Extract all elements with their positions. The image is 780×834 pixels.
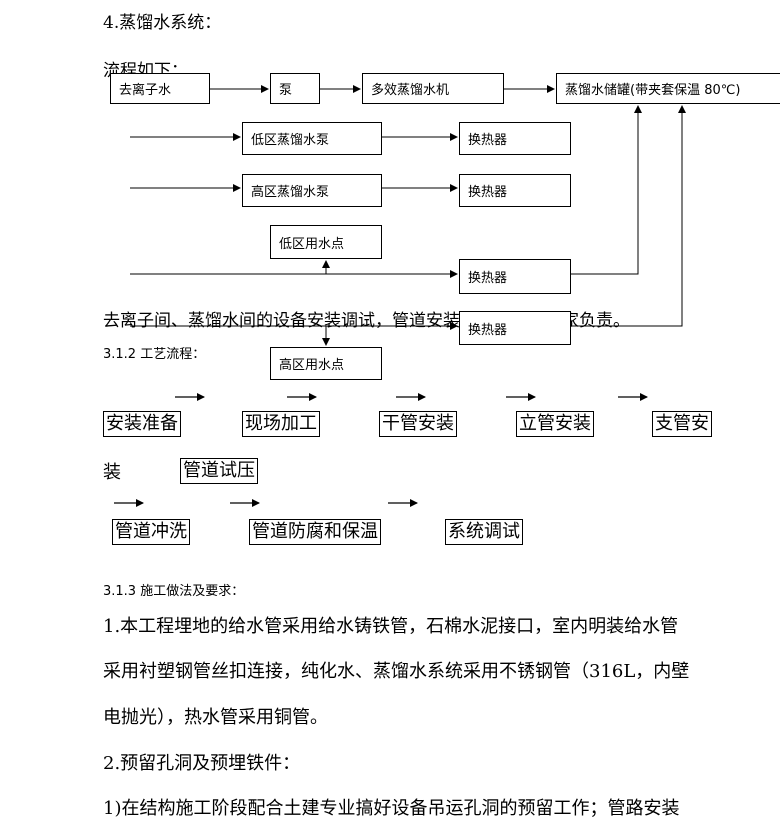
step-pressure-test: 管道试压 [180, 458, 258, 484]
box-low-zone-pump: 低区蒸馏水泵 [242, 122, 382, 155]
box-low-zone-point: 低区用水点 [270, 225, 382, 259]
step-onsite-processing: 现场加工 [242, 411, 320, 437]
paragraph-1-line-1: 1.本工程埋地的给水管采用给水铸铁管，石棉水泥接口，室内明装给水管 [103, 616, 679, 637]
step-branch-pipe: 支管安 [652, 411, 712, 437]
paragraph-1-line-2: 采用衬塑钢管丝扣连接，纯化水、蒸馏水系统采用不锈钢管（316L，内壁 [103, 661, 690, 682]
box-heat-exchanger-1: 换热器 [459, 122, 571, 155]
box-pump: 泵 [270, 73, 320, 104]
step-main-pipe: 干管安装 [379, 411, 457, 437]
step-riser-pipe: 立管安装 [516, 411, 594, 437]
step-anticorrosion: 管道防腐和保温 [249, 519, 381, 545]
section-title: 4.蒸馏水系统： [103, 13, 222, 33]
box-heat-exchanger-2: 换热器 [459, 174, 571, 207]
paragraph-1-line-3: 电抛光），热水管采用铜管。 [103, 707, 328, 728]
step-commissioning: 系统调试 [445, 519, 523, 545]
box-high-zone-point: 高区用水点 [270, 347, 382, 380]
box-storage-tank: 蒸馏水储罐(带夹套保温 80℃) [556, 73, 780, 104]
box-heat-exchanger-3: 换热器 [459, 259, 571, 294]
paragraph-3: 1)在结构施工阶段配合土建专业搞好设备吊运孔洞的预留工作；管路安装 [103, 798, 680, 819]
box-high-zone-pump: 高区蒸馏水泵 [242, 174, 382, 207]
subheading-3-1-2: 3.1.2 工艺流程： [103, 347, 206, 362]
step-flushing: 管道冲洗 [112, 519, 190, 545]
paragraph-2: 2.预留孔洞及预埋铁件： [103, 753, 301, 774]
box-deionized-water: 去离子水 [110, 73, 210, 104]
box-heat-exchanger-4: 换热器 [459, 311, 571, 345]
step-branch-pipe-cont: 装 [103, 462, 121, 483]
step-prepare: 安装准备 [103, 411, 181, 437]
subheading-3-1-3: 3.1.3 施工做法及要求： [103, 584, 245, 599]
box-distiller: 多效蒸馏水机 [362, 73, 504, 104]
